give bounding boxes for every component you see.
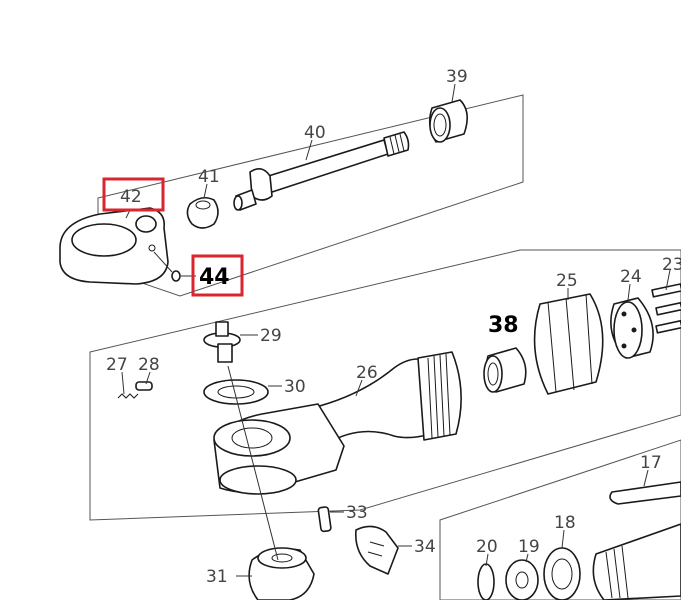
callout-29: 29 xyxy=(260,326,282,346)
part-27-spring xyxy=(117,371,139,399)
part-25-hex-nut xyxy=(533,288,604,395)
callout-26: 26 xyxy=(356,363,378,383)
part-39-bushing xyxy=(428,83,468,143)
callout-25: 25 xyxy=(556,271,578,291)
callout-28: 28 xyxy=(138,355,160,375)
callout-19: 19 xyxy=(518,537,540,557)
callout-27: 27 xyxy=(106,355,128,375)
callout-24: 24 xyxy=(620,267,642,287)
part-rotor xyxy=(592,523,681,600)
part-26-housing xyxy=(213,351,462,495)
callout-18: 18 xyxy=(554,513,576,533)
part-30-washer xyxy=(203,379,282,405)
callout-39: 39 xyxy=(446,67,468,87)
part-28-pin xyxy=(135,371,153,391)
part-33-pin xyxy=(317,506,344,533)
callout-41: 41 xyxy=(198,167,220,187)
part-40-crankshaft xyxy=(233,131,410,211)
part-29-valve-screw xyxy=(203,321,258,363)
part-20-washer xyxy=(477,553,495,600)
callout-30: 30 xyxy=(284,377,306,397)
callout-23: 23 xyxy=(662,255,681,275)
callout-44: 44 xyxy=(199,265,230,290)
callout-17: 17 xyxy=(640,453,662,473)
callout-38: 38 xyxy=(488,313,519,338)
callout-31: 31 xyxy=(206,567,228,587)
callout-40: 40 xyxy=(304,123,326,143)
part-38-spacer xyxy=(483,347,527,393)
part-24-bearing-plate xyxy=(610,283,654,359)
part-18-bearing xyxy=(543,529,581,600)
part-42-yoke xyxy=(59,207,169,285)
part-41-bearing xyxy=(186,183,219,229)
callout-42-highlight xyxy=(102,177,165,212)
assembly-axis xyxy=(227,365,279,561)
callout-20: 20 xyxy=(476,537,498,557)
callout-34: 34 xyxy=(414,537,436,557)
part-17-blade xyxy=(609,469,681,505)
callout-33: 33 xyxy=(346,503,368,523)
callout-42: 42 xyxy=(120,187,142,207)
middle-assembly-frame xyxy=(89,249,681,521)
part-34-pawl xyxy=(354,525,412,575)
callout-44-highlight xyxy=(191,254,244,297)
part-23-pins xyxy=(651,269,681,334)
part-31-anvil xyxy=(236,547,315,600)
lower-assembly-frame xyxy=(439,439,681,600)
part-19-ring xyxy=(505,553,539,600)
